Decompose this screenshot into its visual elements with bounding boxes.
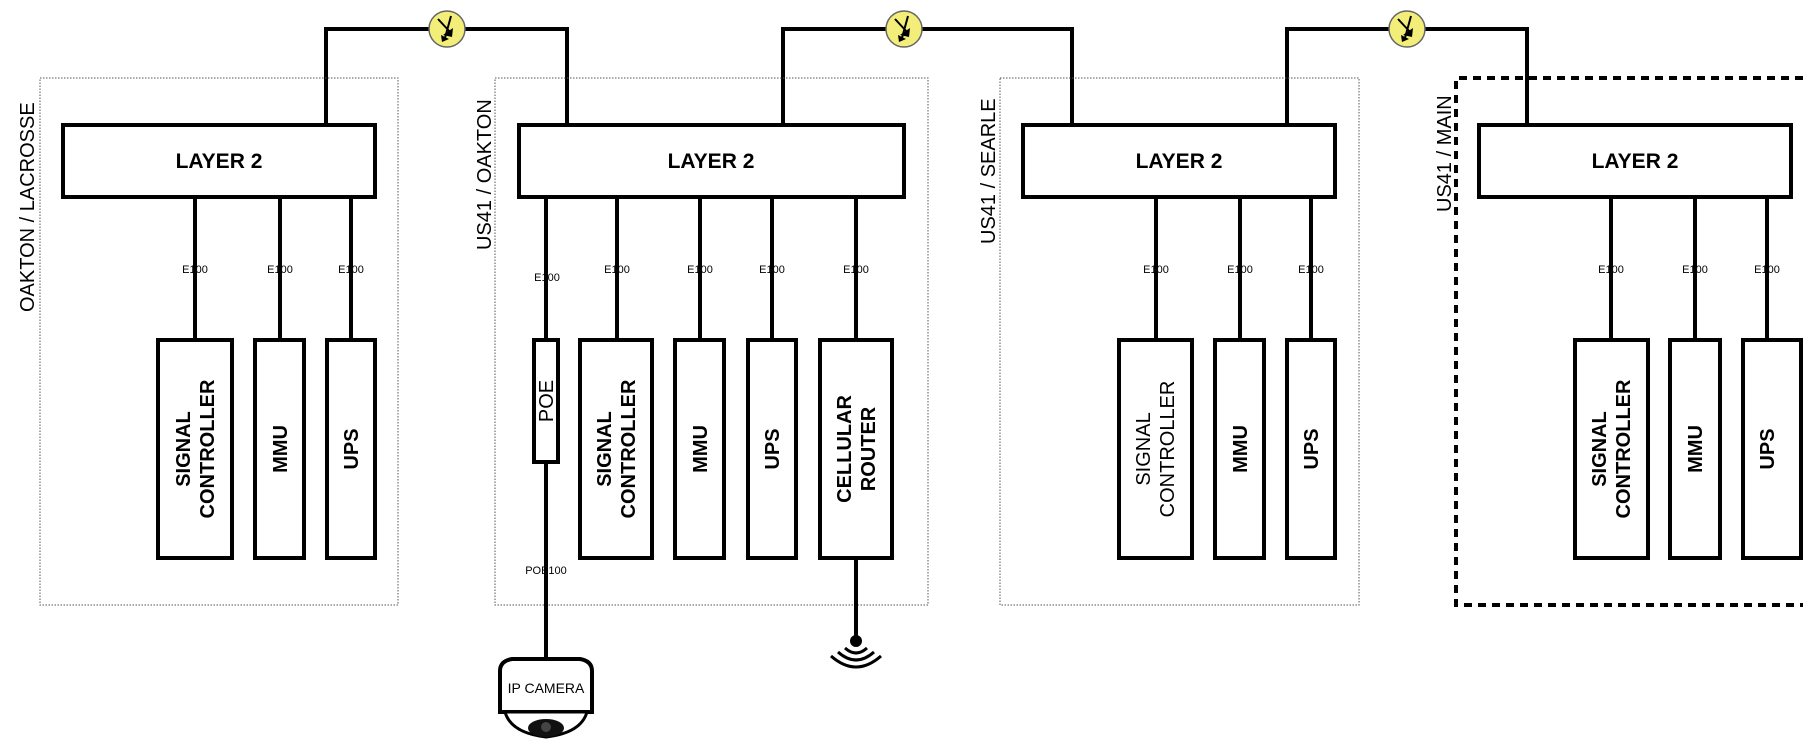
svg-text:CONTROLLER: CONTROLLER (1157, 381, 1179, 518)
svg-text:UPS: UPS (341, 428, 363, 469)
device-signal-controller[interactable]: SIGNAL CONTROLLER (1575, 340, 1648, 558)
camera-label: IP CAMERA (508, 680, 585, 696)
poe-link-label: POE100 (525, 565, 567, 577)
device-ups[interactable]: UPS (1287, 340, 1335, 558)
link-label: E100 (1143, 264, 1169, 276)
device-signal-controller[interactable]: SIGNAL CONTROLLER (1119, 340, 1192, 558)
site-oakton-lacrosse: OAKTON / LACROSSE LAYER 2 E100 E100 E100… (17, 78, 398, 605)
device-mmu[interactable]: MMU (255, 340, 304, 558)
device-cellular-router[interactable]: CELLULAR ROUTER (820, 340, 892, 558)
link-label: E100 (843, 264, 869, 276)
device-signal-controller[interactable]: SIGNAL CONTROLLER (580, 340, 652, 558)
svg-text:CONTROLLER: CONTROLLER (1613, 379, 1635, 518)
switch-label: LAYER 2 (176, 150, 263, 173)
svg-text:MMU: MMU (270, 425, 292, 473)
svg-text:ROUTER: ROUTER (858, 406, 880, 491)
device-mmu[interactable]: MMU (1670, 340, 1720, 558)
device-mmu[interactable]: MMU (1215, 340, 1264, 558)
link-label: E100 (338, 264, 364, 276)
link-label: E100 (1598, 264, 1624, 276)
device-ups[interactable]: UPS (327, 340, 375, 558)
link-label: E100 (1682, 264, 1708, 276)
site-us41-main: US41 / MAIN LAYER 2 E100 E100 E100 SIGNA… (1434, 78, 1803, 605)
switch-label: LAYER 2 (1592, 150, 1679, 173)
svg-text:CELLULAR: CELLULAR (834, 395, 856, 503)
link-label: E100 (1754, 264, 1780, 276)
site-us41-searle: US41 / SEARLE LAYER 2 E100 E100 E100 SIG… (978, 78, 1359, 605)
link-label: E100 (534, 272, 560, 284)
device-ups[interactable]: UPS (748, 340, 796, 558)
site-label: US41 / MAIN (1434, 95, 1456, 212)
svg-text:UPS: UPS (1301, 428, 1323, 469)
site-label: OAKTON / LACROSSE (17, 102, 39, 312)
device-mmu[interactable]: MMU (675, 340, 724, 558)
fiber-link-icon (429, 11, 465, 47)
wireless-antenna-icon (831, 635, 881, 667)
link-label: E100 (267, 264, 293, 276)
svg-text:MMU: MMU (690, 425, 712, 473)
device-signal-controller[interactable]: SIGNAL CONTROLLER (158, 340, 232, 558)
layer2-switch[interactable]: LAYER 2 (1479, 125, 1791, 197)
svg-text:UPS: UPS (1757, 428, 1779, 469)
layer2-switch[interactable]: LAYER 2 (63, 125, 375, 197)
svg-text:CONTROLLER: CONTROLLER (197, 379, 219, 518)
svg-text:SIGNAL: SIGNAL (1589, 411, 1611, 487)
ip-camera-icon[interactable]: IP CAMERA (500, 659, 592, 737)
fiber-link-icon (886, 11, 922, 47)
link-label: E100 (687, 264, 713, 276)
link-label: E100 (182, 264, 208, 276)
fiber-links (326, 11, 1527, 125)
svg-text:UPS: UPS (762, 428, 784, 469)
switch-label: LAYER 2 (1136, 150, 1223, 173)
site-us41-oakton: US41 / OAKTON LAYER 2 E100 E100 E100 E10… (474, 78, 928, 737)
device-poe-injector[interactable]: POE (534, 340, 558, 462)
link-label: E100 (1298, 264, 1324, 276)
switch-label: LAYER 2 (668, 150, 755, 173)
site-label: US41 / OAKTON (474, 99, 496, 250)
svg-text:CONTROLLER: CONTROLLER (618, 379, 640, 518)
svg-text:SIGNAL: SIGNAL (1133, 412, 1155, 485)
svg-text:POE: POE (536, 380, 558, 422)
svg-text:SIGNAL: SIGNAL (173, 411, 195, 487)
link-label: E100 (1227, 264, 1253, 276)
layer2-switch[interactable]: LAYER 2 (519, 125, 904, 197)
device-ups[interactable]: UPS (1743, 340, 1801, 558)
link-label: E100 (759, 264, 785, 276)
link-label: E100 (604, 264, 630, 276)
svg-text:MMU: MMU (1230, 425, 1252, 473)
svg-text:SIGNAL: SIGNAL (594, 411, 616, 487)
layer2-switch[interactable]: LAYER 2 (1023, 125, 1335, 197)
svg-text:MMU: MMU (1685, 425, 1707, 473)
site-label: US41 / SEARLE (978, 98, 1000, 244)
fiber-link-icon (1389, 11, 1425, 47)
